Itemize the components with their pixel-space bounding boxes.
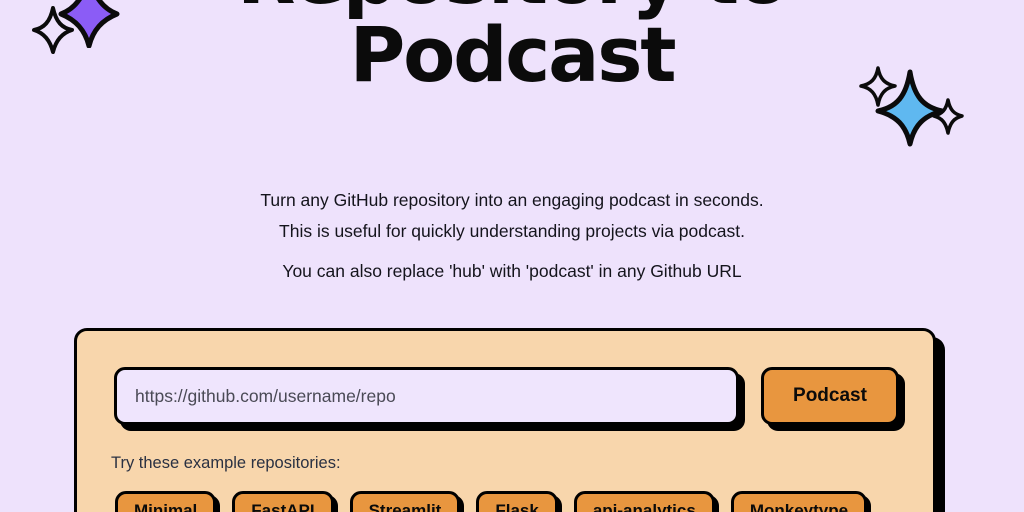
example-repo-chip[interactable]: api-analytics [573,491,715,512]
example-repo-chip[interactable]: Minimal [115,491,217,512]
repo-input-row: Podcast [114,367,899,425]
examples-label: Try these example repositories: [111,454,341,472]
subtitle-line-1: Turn any GitHub repository into an engag… [260,190,764,210]
podcast-submit-button[interactable]: Podcast [761,367,899,425]
example-repo-chip[interactable]: FastAPI [232,491,334,512]
page-title-line-1: Repository to [0,0,1024,16]
example-repo-chip[interactable]: Monkeytype [730,491,868,512]
repo-input-card: Podcast Try these example repositories: … [74,328,936,512]
subtitle-hint: You can also replace 'hub' with 'podcast… [282,261,742,281]
example-repo-list: Minimal FastAPI Streamlit Flask api-anal… [115,491,868,512]
page-title-line-2: Podcast [349,10,677,100]
sparkle-icon [932,98,964,135]
example-repo-chip[interactable]: Streamlit [349,491,461,512]
subtitle: Turn any GitHub repository into an engag… [0,190,1024,253]
repo-url-input[interactable] [114,367,739,425]
subtitle-line-2: This is useful for quickly understanding… [279,220,745,241]
page-title: Repository to Podcast [0,0,1024,95]
example-repo-chip[interactable]: Flask [476,491,558,512]
